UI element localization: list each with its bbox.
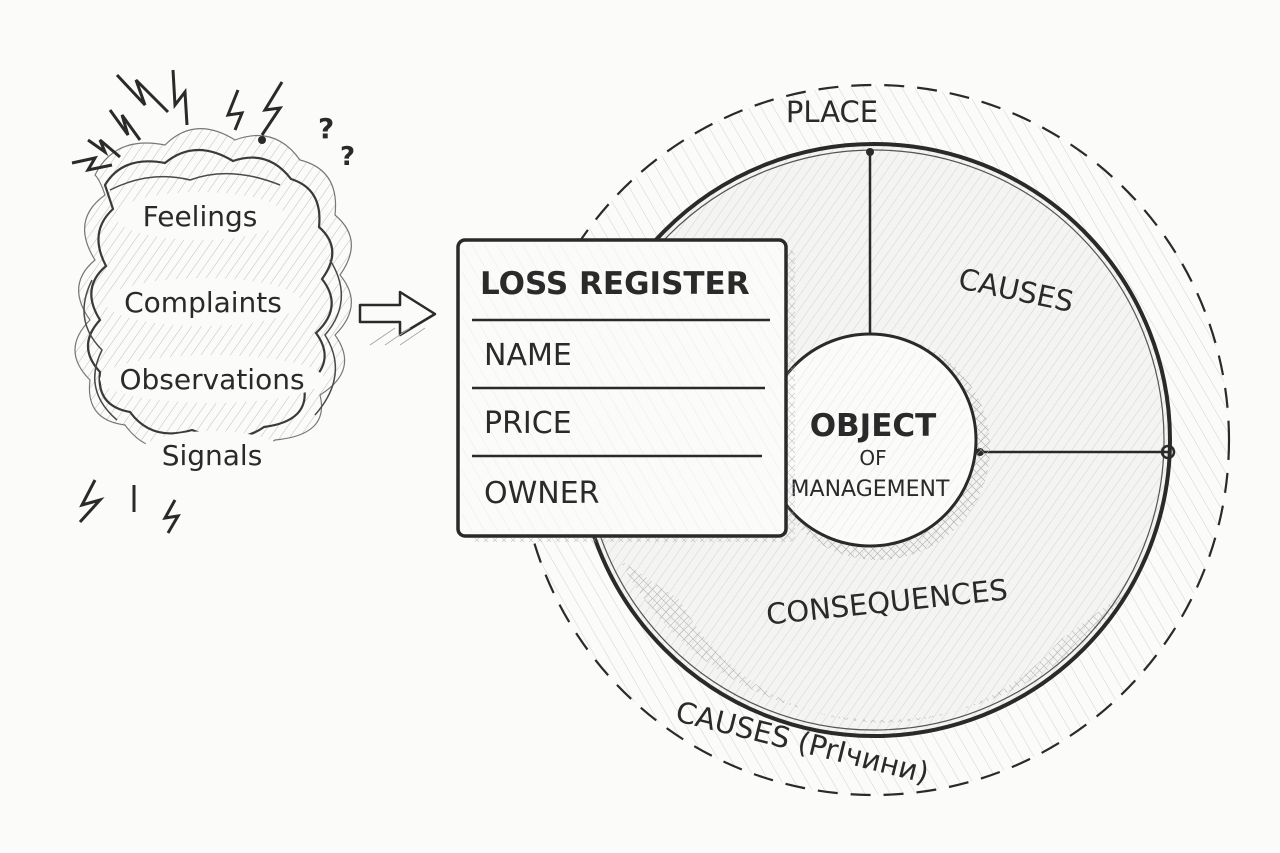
cloud-item-observations: Observations bbox=[119, 363, 304, 396]
cloud-panel bbox=[100, 355, 324, 403]
register-field-name: NAME bbox=[484, 338, 572, 373]
cloud-panel bbox=[137, 431, 287, 479]
cloud-item-signals: Signals bbox=[162, 439, 263, 472]
loss-register-card: LOSS REGISTER NAME PRICE OWNER bbox=[456, 238, 795, 542]
cloud-panel bbox=[105, 278, 301, 326]
register-field-owner: OWNER bbox=[484, 476, 600, 511]
question-icon: ? bbox=[340, 142, 355, 172]
question-icon: ? bbox=[318, 112, 334, 145]
outer-dashed-boundary bbox=[517, 83, 1231, 797]
lightning-icon bbox=[171, 69, 189, 126]
lightning-icon bbox=[162, 499, 181, 534]
flow-arrow bbox=[358, 290, 437, 346]
input-cloud: Feelings Complaints Observations Signals… bbox=[71, 69, 355, 534]
lightning-icon bbox=[108, 109, 142, 141]
cloud-panel bbox=[115, 192, 285, 240]
arrow-right-icon bbox=[358, 290, 437, 337]
center-label-line3: MANAGEMENT bbox=[791, 477, 950, 502]
cloud-item-complaints: Complaints bbox=[124, 286, 282, 319]
lightning-icon bbox=[225, 89, 245, 131]
center-label-line1: OBJECT bbox=[810, 408, 937, 444]
lightning-icon bbox=[71, 155, 113, 173]
outer-label-place: PLACE bbox=[786, 95, 878, 129]
register-title: LOSS REGISTER bbox=[480, 266, 750, 302]
exclamation-icon bbox=[258, 136, 266, 144]
lightning-icon bbox=[78, 479, 105, 524]
register-field-price: PRICE bbox=[484, 406, 572, 441]
lightning-icon bbox=[260, 81, 284, 136]
lightning-icon bbox=[87, 138, 121, 159]
cloud-item-feelings: Feelings bbox=[143, 200, 258, 233]
center-label-line2: OF bbox=[859, 446, 886, 470]
lightning-icon bbox=[115, 73, 170, 114]
